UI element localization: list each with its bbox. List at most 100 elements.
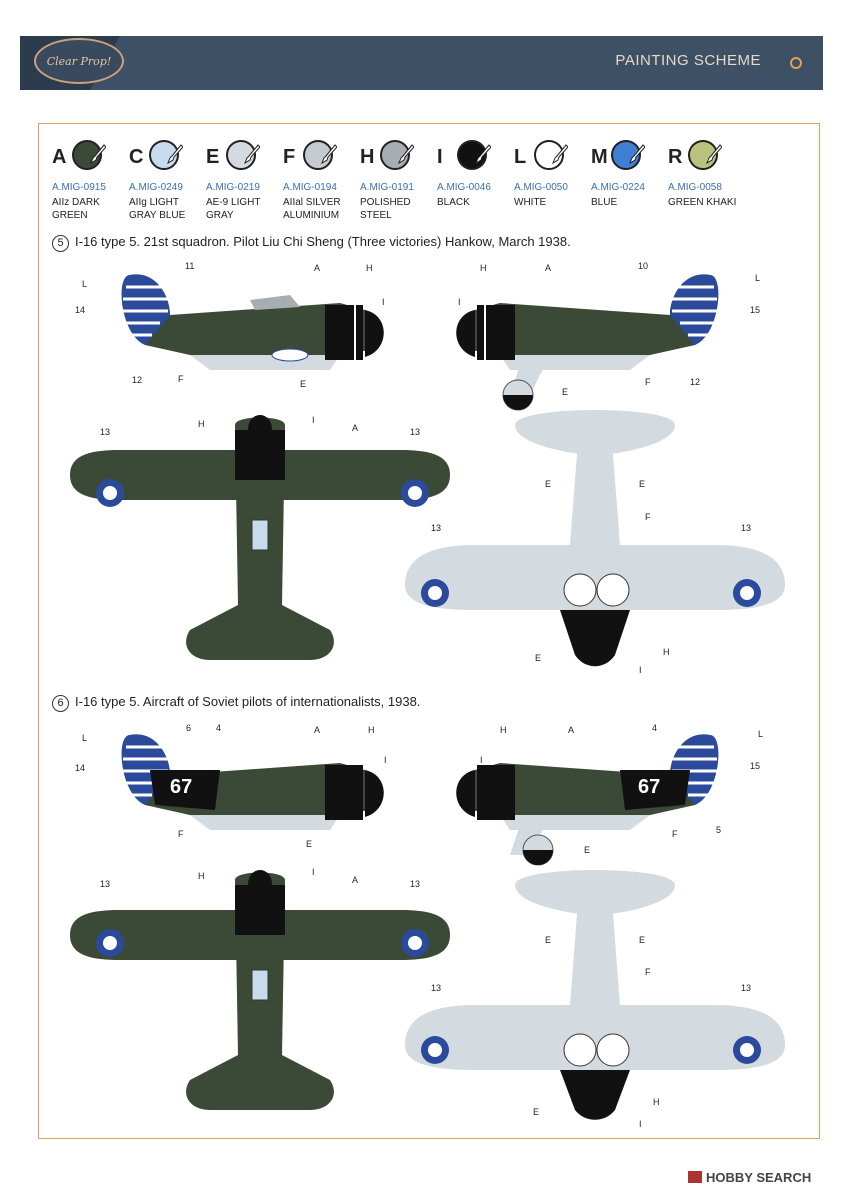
- brush-icon: [167, 144, 183, 164]
- callout: 13: [741, 983, 751, 993]
- callout: L: [755, 273, 760, 283]
- callout: 15: [750, 305, 760, 315]
- paint-letter: E: [206, 146, 220, 168]
- callout: H: [653, 1097, 660, 1107]
- scheme-6-bottom-view: 13 13 E E F E H I: [405, 870, 785, 1129]
- scheme-6-right-profile: 67 4 15 L 5 F E A H I: [456, 723, 763, 866]
- callout: F: [645, 967, 651, 977]
- brush-icon: [706, 144, 722, 164]
- scheme-5-top-view: 13 13 H I A: [70, 415, 450, 660]
- callout: H: [198, 871, 205, 881]
- brush-icon: [629, 144, 645, 164]
- paint-code: A.MIG-0219: [206, 182, 260, 193]
- brand-logo: Clear Prop!: [34, 38, 124, 84]
- callout: L: [82, 733, 87, 743]
- callout: 12: [690, 377, 700, 387]
- footer-brand-text: HOBBY SEARCH: [706, 1170, 812, 1185]
- callout: I: [382, 297, 385, 307]
- paint-code: A.MIG-0194: [283, 182, 337, 193]
- paint-name: AIIz DARK GREEN: [52, 197, 100, 221]
- callout: F: [645, 377, 651, 387]
- callout: A: [314, 263, 320, 273]
- brush-icon: [321, 144, 337, 164]
- callout: A: [314, 725, 320, 735]
- callout: H: [480, 263, 487, 273]
- paint-name: POLISHED STEEL: [360, 197, 411, 221]
- callout: I: [480, 755, 483, 765]
- callout: A: [352, 423, 358, 433]
- paint-code: A.MIG-0249: [129, 182, 183, 193]
- side-number: 67: [638, 776, 660, 798]
- paint-code: A.MIG-0050: [514, 182, 568, 193]
- callout: E: [545, 479, 551, 489]
- paint-code: A.MIG-0058: [668, 182, 722, 193]
- scheme-6-top-view: 13 13 H I A: [70, 867, 450, 1110]
- paint-letter: H: [360, 146, 375, 168]
- callout: F: [178, 374, 184, 384]
- callout: 13: [431, 523, 441, 533]
- callout: 10: [638, 261, 648, 271]
- callout: E: [562, 387, 568, 397]
- paint-letter: F: [283, 146, 296, 168]
- paint-color-icon: [457, 140, 487, 170]
- callout: H: [368, 725, 375, 735]
- scheme-5-right-profile: 10 15 L 12 F E A H I: [456, 261, 760, 411]
- callout: 13: [410, 427, 420, 437]
- brush-icon: [398, 144, 414, 164]
- callout: A: [352, 875, 358, 885]
- callout: A: [545, 263, 551, 273]
- scheme-title: I-16 type 5. 21st squadron. Pilot Liu Ch…: [75, 234, 571, 249]
- callout: E: [639, 479, 645, 489]
- paint-code: A.MIG-0046: [437, 182, 491, 193]
- callout: I: [312, 867, 315, 877]
- paint-letter: R: [668, 146, 683, 168]
- brush-icon: [475, 144, 491, 164]
- callout: 11: [185, 261, 194, 271]
- scheme-title: I-16 type 5. Aircraft of Soviet pilots o…: [75, 694, 421, 709]
- callout: 13: [741, 523, 751, 533]
- callout: I: [639, 1119, 642, 1129]
- paint-name: AE-9 LIGHT GRAY: [206, 197, 261, 221]
- callout: L: [82, 279, 87, 289]
- scheme-6-left-profile: 67 6 4 14 L F E A H I: [75, 723, 387, 849]
- callout: E: [535, 653, 541, 663]
- paint-name: AIIg LIGHT GRAY BLUE: [129, 197, 186, 221]
- callout: 13: [100, 427, 110, 437]
- paint-letter: I: [437, 146, 443, 168]
- content-frame: [38, 123, 820, 1139]
- callout: I: [458, 297, 461, 307]
- callout: I: [384, 755, 387, 765]
- callout: H: [663, 647, 670, 657]
- callout: 12: [132, 375, 142, 385]
- callout: H: [198, 419, 205, 429]
- brand-mark-icon: [688, 1171, 702, 1183]
- scheme-number: 6: [52, 695, 69, 712]
- callout: 4: [652, 723, 657, 733]
- callout: F: [672, 829, 678, 839]
- paint-name: WHITE: [514, 197, 547, 208]
- page-title: PAINTING SCHEME: [615, 52, 761, 69]
- brand-logo-text: Clear Prop!: [46, 54, 112, 68]
- paint-code: A.MIG-0224: [591, 182, 645, 193]
- callout: E: [639, 935, 645, 945]
- callout: E: [306, 839, 312, 849]
- paint-letter: M: [591, 146, 608, 168]
- header-dot-icon: [790, 57, 802, 69]
- callout: 6: [186, 723, 191, 733]
- callout: 14: [75, 763, 85, 773]
- callout: E: [545, 935, 551, 945]
- callout: 15: [750, 761, 760, 771]
- callout: H: [366, 263, 373, 273]
- callout: 13: [410, 879, 420, 889]
- callout: E: [533, 1107, 539, 1117]
- paint-name: BLUE: [591, 197, 618, 208]
- paint-letter: L: [514, 146, 527, 168]
- callout: F: [178, 829, 184, 839]
- paint-color-icon: [303, 140, 333, 170]
- callout: E: [300, 379, 306, 389]
- paint-letter: A: [52, 146, 67, 168]
- callout: 13: [100, 879, 110, 889]
- callout: A: [568, 725, 574, 735]
- paint-name: BLACK: [437, 197, 470, 208]
